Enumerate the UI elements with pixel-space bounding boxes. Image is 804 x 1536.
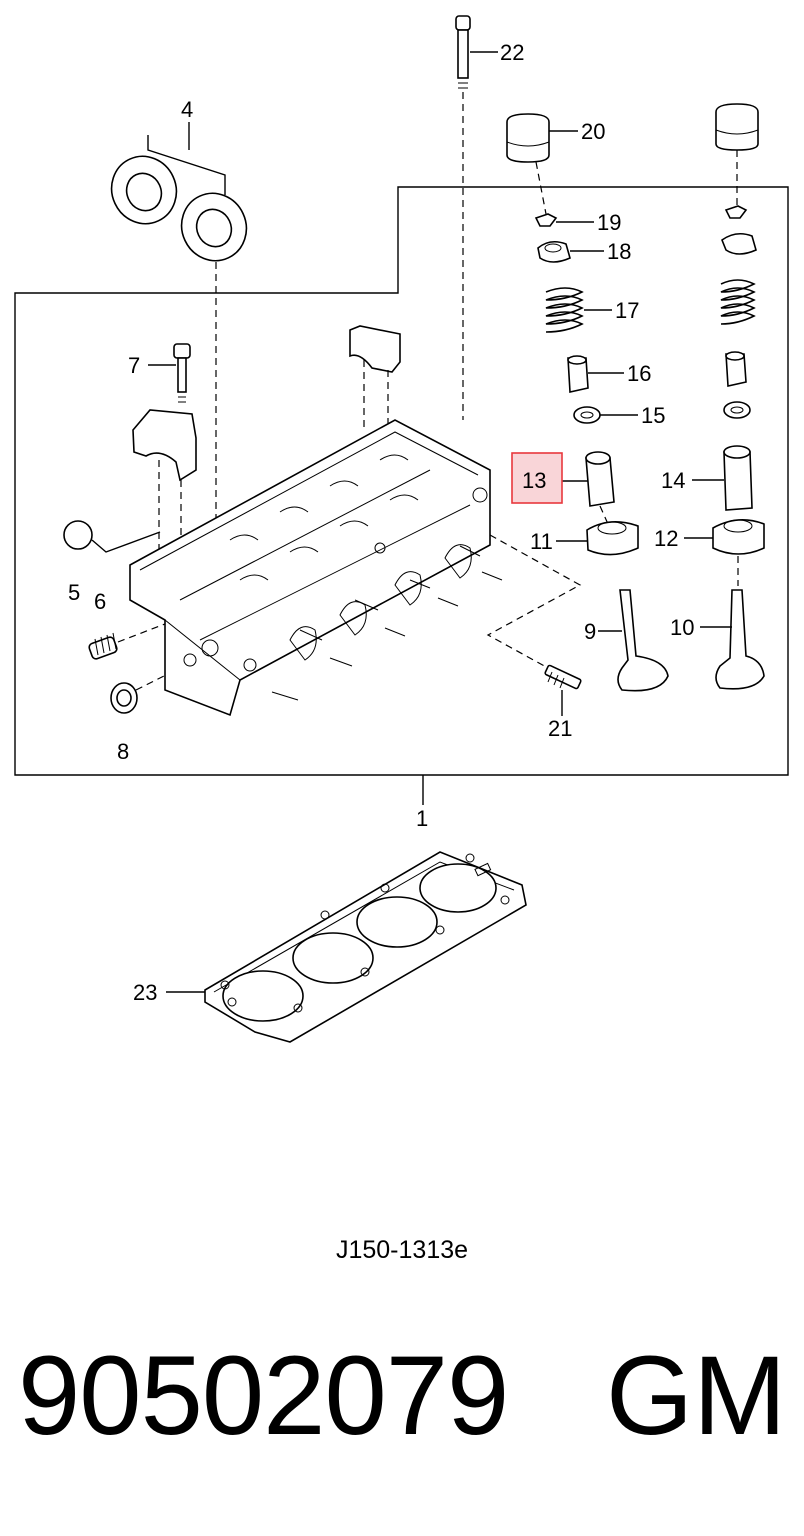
callout-8[interactable]: 8 bbox=[117, 739, 129, 764]
callout-5[interactable]: 5 bbox=[68, 580, 80, 605]
callout-4[interactable]: 4 bbox=[181, 97, 193, 122]
callout-10[interactable]: 10 bbox=[670, 615, 694, 640]
part-number: 90502079 bbox=[18, 1333, 509, 1458]
cylinder-head bbox=[129, 325, 582, 717]
callout-21[interactable]: 21 bbox=[548, 716, 572, 741]
callout-11[interactable]: 11 bbox=[530, 529, 553, 554]
brand-name: GM bbox=[606, 1333, 787, 1458]
callout-22[interactable]: 22 bbox=[500, 40, 524, 65]
callout-7[interactable]: 7 bbox=[128, 353, 140, 378]
callout-18[interactable]: 18 bbox=[607, 239, 631, 264]
callout-16[interactable]: 16 bbox=[627, 361, 651, 386]
callout-20[interactable]: 20 bbox=[581, 119, 605, 144]
assembly-frame bbox=[14, 186, 789, 776]
callout-23[interactable]: 23 bbox=[133, 980, 157, 1005]
callout-1[interactable]: 1 bbox=[416, 806, 428, 831]
callout-17[interactable]: 17 bbox=[615, 298, 639, 323]
callout-14[interactable]: 14 bbox=[661, 468, 685, 493]
seals-4 bbox=[110, 122, 248, 620]
threaded-plug-6 bbox=[88, 621, 171, 660]
callout-12[interactable]: 12 bbox=[654, 526, 678, 551]
callout-13-highlight[interactable] bbox=[511, 452, 563, 504]
callout-15[interactable]: 15 bbox=[641, 403, 665, 428]
callout-6[interactable]: 6 bbox=[94, 589, 106, 614]
callout-9[interactable]: 9 bbox=[584, 619, 596, 644]
valve-stack-left bbox=[506, 113, 669, 692]
valve-stack-right bbox=[684, 103, 765, 690]
bolt-22 bbox=[455, 15, 498, 420]
stud-21 bbox=[544, 664, 582, 716]
callout-13[interactable]: 13 bbox=[522, 468, 546, 493]
cap-bolt-7 bbox=[132, 343, 197, 560]
head-gasket-23 bbox=[166, 851, 527, 1043]
plug-5 bbox=[63, 520, 161, 553]
figure-code: J150-1313e bbox=[335, 1236, 469, 1264]
callout-19[interactable]: 19 bbox=[597, 210, 621, 235]
